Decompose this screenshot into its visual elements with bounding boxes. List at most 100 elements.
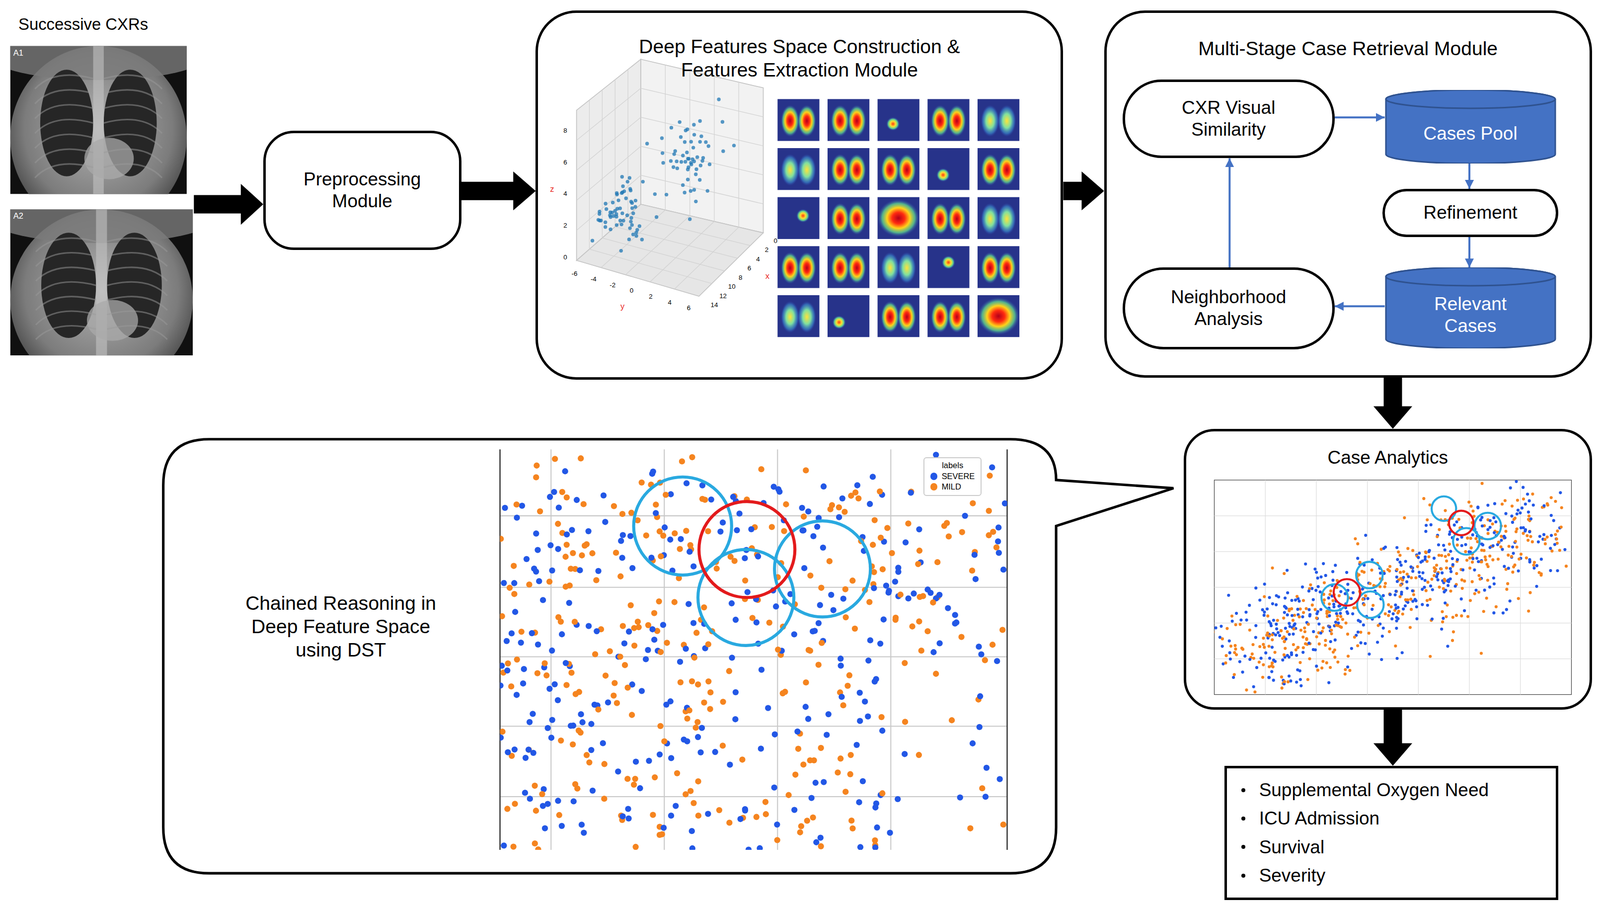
data-point	[657, 648, 664, 655]
thumb-ground	[827, 295, 870, 337]
data-point	[1451, 562, 1455, 566]
data-point	[1338, 611, 1342, 615]
data-point	[1262, 645, 1266, 649]
data-point	[1344, 620, 1348, 624]
data-point	[1496, 557, 1500, 561]
data-point	[732, 688, 739, 695]
data-point	[1499, 544, 1503, 548]
thumb-ground	[877, 148, 920, 190]
data-point	[1515, 527, 1519, 531]
data-point	[1245, 618, 1249, 622]
data-point	[1417, 551, 1421, 555]
data-point	[576, 566, 583, 573]
thumb-ground	[927, 295, 970, 337]
data-point	[1457, 517, 1461, 521]
data-point	[879, 727, 886, 734]
data-point	[995, 549, 1002, 556]
database-cylinder: Cases Pool	[1384, 89, 1557, 164]
data-point	[513, 691, 520, 698]
data-point	[1395, 579, 1399, 583]
neighborhood-ring	[1333, 578, 1361, 606]
data-point	[630, 781, 637, 788]
data-point	[1447, 532, 1451, 536]
grid-line	[601, 210, 666, 268]
xray-rib	[35, 296, 96, 310]
data-point	[541, 824, 548, 831]
xray-rib	[35, 252, 96, 266]
data-point	[620, 184, 625, 188]
data-point	[1511, 520, 1515, 524]
heat-blob	[947, 104, 967, 137]
data-point	[1471, 533, 1475, 536]
data-point	[1388, 564, 1392, 568]
data-point	[660, 824, 667, 831]
data-point	[1399, 563, 1403, 567]
grid-line	[576, 175, 641, 231]
block-arrow	[1063, 171, 1104, 211]
data-point	[649, 811, 656, 818]
data-point	[607, 647, 613, 654]
axis-tick: 0	[773, 236, 777, 245]
data-point	[1238, 622, 1242, 626]
data-point	[614, 192, 619, 197]
heat-blob	[780, 251, 800, 284]
data-point	[601, 760, 608, 767]
xray-heart	[84, 137, 135, 179]
heat-blob	[977, 297, 1020, 335]
data-point	[1417, 570, 1421, 574]
block-arrow	[193, 183, 264, 225]
data-point	[905, 520, 912, 527]
text-group: Supplemental Oxygen NeedICU AdmissionSur…	[1241, 775, 1489, 890]
data-point	[511, 800, 518, 807]
data-point	[1329, 589, 1333, 593]
data-point	[1506, 581, 1510, 585]
data-point	[1474, 536, 1478, 540]
data-point	[1267, 675, 1271, 679]
data-point	[692, 724, 699, 731]
xray-rib	[103, 75, 162, 89]
data-point	[1437, 542, 1441, 546]
data-point	[1513, 563, 1517, 567]
data-point	[1306, 622, 1310, 626]
data-point	[693, 172, 698, 176]
axis-line	[499, 449, 501, 850]
data-point	[811, 627, 818, 634]
data-point	[557, 618, 564, 625]
data-point	[1323, 638, 1327, 642]
data-point	[1272, 678, 1276, 682]
data-point	[1282, 571, 1286, 575]
xray-rib	[103, 163, 162, 178]
heatmap-thumb	[827, 197, 870, 239]
block-arrow	[461, 171, 536, 211]
data-point	[641, 179, 645, 184]
data-point	[1477, 590, 1481, 594]
data-point	[695, 154, 699, 159]
outcome-text: ICU Admission	[1259, 803, 1380, 833]
data-point	[1267, 675, 1271, 679]
grid-line	[640, 117, 764, 147]
data-point	[1299, 628, 1303, 632]
heat-blob	[936, 168, 950, 182]
data-point	[581, 542, 588, 549]
data-point	[1468, 556, 1472, 560]
data-point	[1321, 561, 1325, 565]
data-point	[700, 698, 707, 705]
data-point	[1459, 597, 1463, 601]
data-point	[1520, 506, 1524, 510]
xray-image	[10, 209, 194, 356]
data-point	[818, 639, 825, 646]
data-point	[924, 627, 931, 634]
data-point	[1405, 586, 1409, 590]
data-point	[1402, 569, 1406, 573]
data-point	[556, 811, 563, 818]
data-point	[836, 513, 842, 520]
data-point	[1301, 650, 1305, 654]
data-point	[1440, 553, 1444, 557]
grid-line	[674, 227, 739, 290]
data-point	[708, 496, 715, 503]
heat-blob	[796, 209, 810, 223]
data-point	[1476, 505, 1480, 509]
data-point	[1276, 630, 1280, 634]
data-point	[957, 793, 964, 800]
data-point	[638, 687, 645, 694]
